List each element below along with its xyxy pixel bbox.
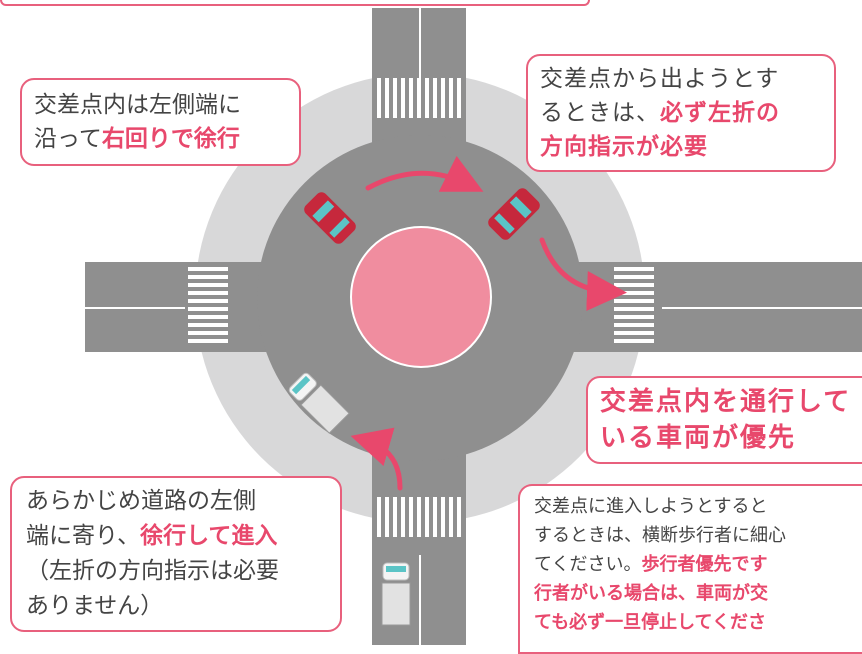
car-white-icon [288, 372, 350, 434]
crosswalk-south [377, 497, 461, 537]
callout-pedestrian-priority: 交差点に進入しようとすると するときは、横断歩行者に細心 てください。歩行者優先… [518, 484, 862, 654]
car-white-icon [381, 562, 411, 626]
callout-exit-signal: 交差点から出ようとす るときは、必ず左折の 方向指示が必要 [526, 54, 836, 172]
top-frame-edge [0, 0, 590, 6]
callout-text: 端に寄り、 [26, 523, 141, 549]
central-island [350, 226, 492, 368]
callout-highlight: 徐行して進入 [140, 523, 278, 549]
callout-highlight: 必ず左折の [660, 100, 780, 126]
callout-text: するときは、横断歩行者に細心 [534, 525, 786, 546]
callout-text: 交差点内を通行して [600, 387, 852, 417]
car-red-icon [488, 188, 540, 240]
callout-priority: 交差点内を通行して いる車両が優先 [586, 376, 862, 464]
callout-keep-left-clockwise: 交差点内は左側端に 沿って右回りで徐行 [20, 78, 301, 166]
arrow-icon [365, 155, 484, 192]
callout-highlight: 右回りで徐行 [101, 126, 240, 152]
callout-highlight: ても必ず一旦停止してくださ [534, 612, 767, 633]
callout-text: てください。 [534, 554, 642, 575]
callout-text: いる車両が優先 [600, 423, 797, 453]
callout-enter-slowly: あらかじめ道路の左側 端に寄り、徐行して進入 （左折の方向指示は必要 ありません… [10, 476, 342, 632]
callout-highlight: 歩行者優先です [641, 554, 768, 575]
crosswalk-east [614, 267, 654, 343]
callout-highlight: 行者がいる場合は、車両が交 [534, 583, 768, 604]
callout-text: ありません） [26, 593, 164, 619]
crosswalk-north [377, 78, 461, 118]
callout-text: 交差点から出ようとす [540, 66, 780, 92]
car-red-icon [304, 192, 356, 244]
callout-text: あらかじめ道路の左側 [26, 488, 256, 514]
callout-text: 沿って [34, 126, 102, 152]
callout-text: 交差点内は左側端に [34, 92, 241, 118]
arrow-icon [539, 237, 627, 312]
callout-text: 交差点に進入しようとすると [534, 496, 768, 517]
callout-text: （左折の方向指示は必要 [26, 558, 279, 584]
crosswalk-west [188, 267, 228, 343]
arrow-icon [350, 427, 403, 491]
callout-text: るときは、 [540, 100, 660, 126]
callout-highlight: 方向指示が必要 [540, 134, 708, 160]
